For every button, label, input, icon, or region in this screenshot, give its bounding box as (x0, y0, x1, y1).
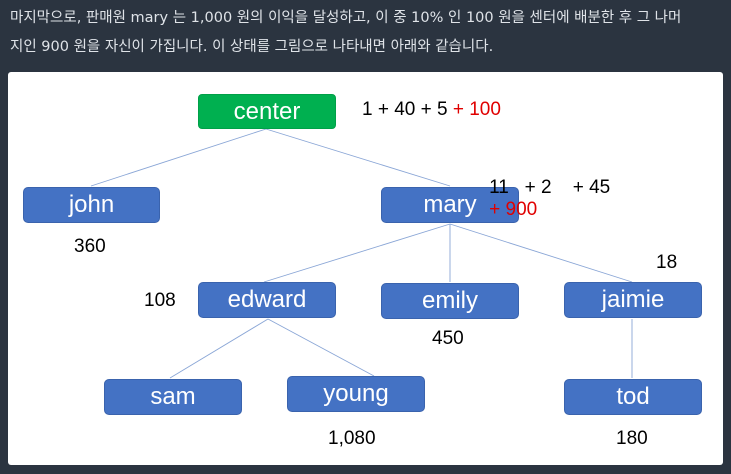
tree-edges (90, 128, 633, 379)
node-jaimie: jaimie (564, 282, 702, 318)
node-center: center (198, 94, 336, 129)
label-emily: 450 (432, 328, 464, 349)
edge-center-mary (265, 128, 451, 187)
label-jaimie: 18 (656, 252, 678, 273)
label-young: 1,080 (328, 428, 376, 449)
mary-sum: 11 + 2 + 45 (489, 177, 611, 198)
label-edward: 108 (144, 290, 176, 311)
edge-edward-sam (169, 318, 269, 379)
node-mary: mary (381, 187, 519, 223)
node-edward: edward (198, 282, 336, 318)
node-tod: tod (564, 379, 702, 415)
edge-center-john (90, 128, 267, 187)
label-tod: 180 (616, 428, 648, 449)
edge-edward-young (267, 318, 375, 377)
label-center-sum: 1 + 40 + 5 + 100 (362, 99, 501, 121)
node-john: john (23, 187, 160, 223)
intro-line-1: 마지막으로, 판매원 mary 는 1,000 원의 이익을 달성하고, 이 중… (10, 10, 682, 26)
label-mary-sum: 11 + 2 + 45 + 900 (468, 155, 610, 243)
intro-text: 마지막으로, 판매원 mary 는 1,000 원의 이익을 달성하고, 이 중… (10, 4, 725, 62)
center-sum: 1 + 40 + 5 (362, 99, 448, 120)
center-add: + 100 (452, 99, 501, 120)
node-sam: sam (104, 379, 242, 415)
tree-diagram: center john mary edward emily jaimie sam… (8, 72, 723, 465)
edge-mary-jaimie (449, 223, 633, 283)
label-john: 360 (74, 236, 106, 257)
intro-line-2: 지인 900 원을 자신이 가집니다. 이 상태를 그림으로 나타내면 아래와 … (10, 39, 494, 55)
mary-add: + 900 (489, 199, 538, 220)
edge-mary-edward (263, 223, 451, 283)
node-emily: emily (381, 283, 519, 319)
node-young: young (287, 376, 425, 412)
